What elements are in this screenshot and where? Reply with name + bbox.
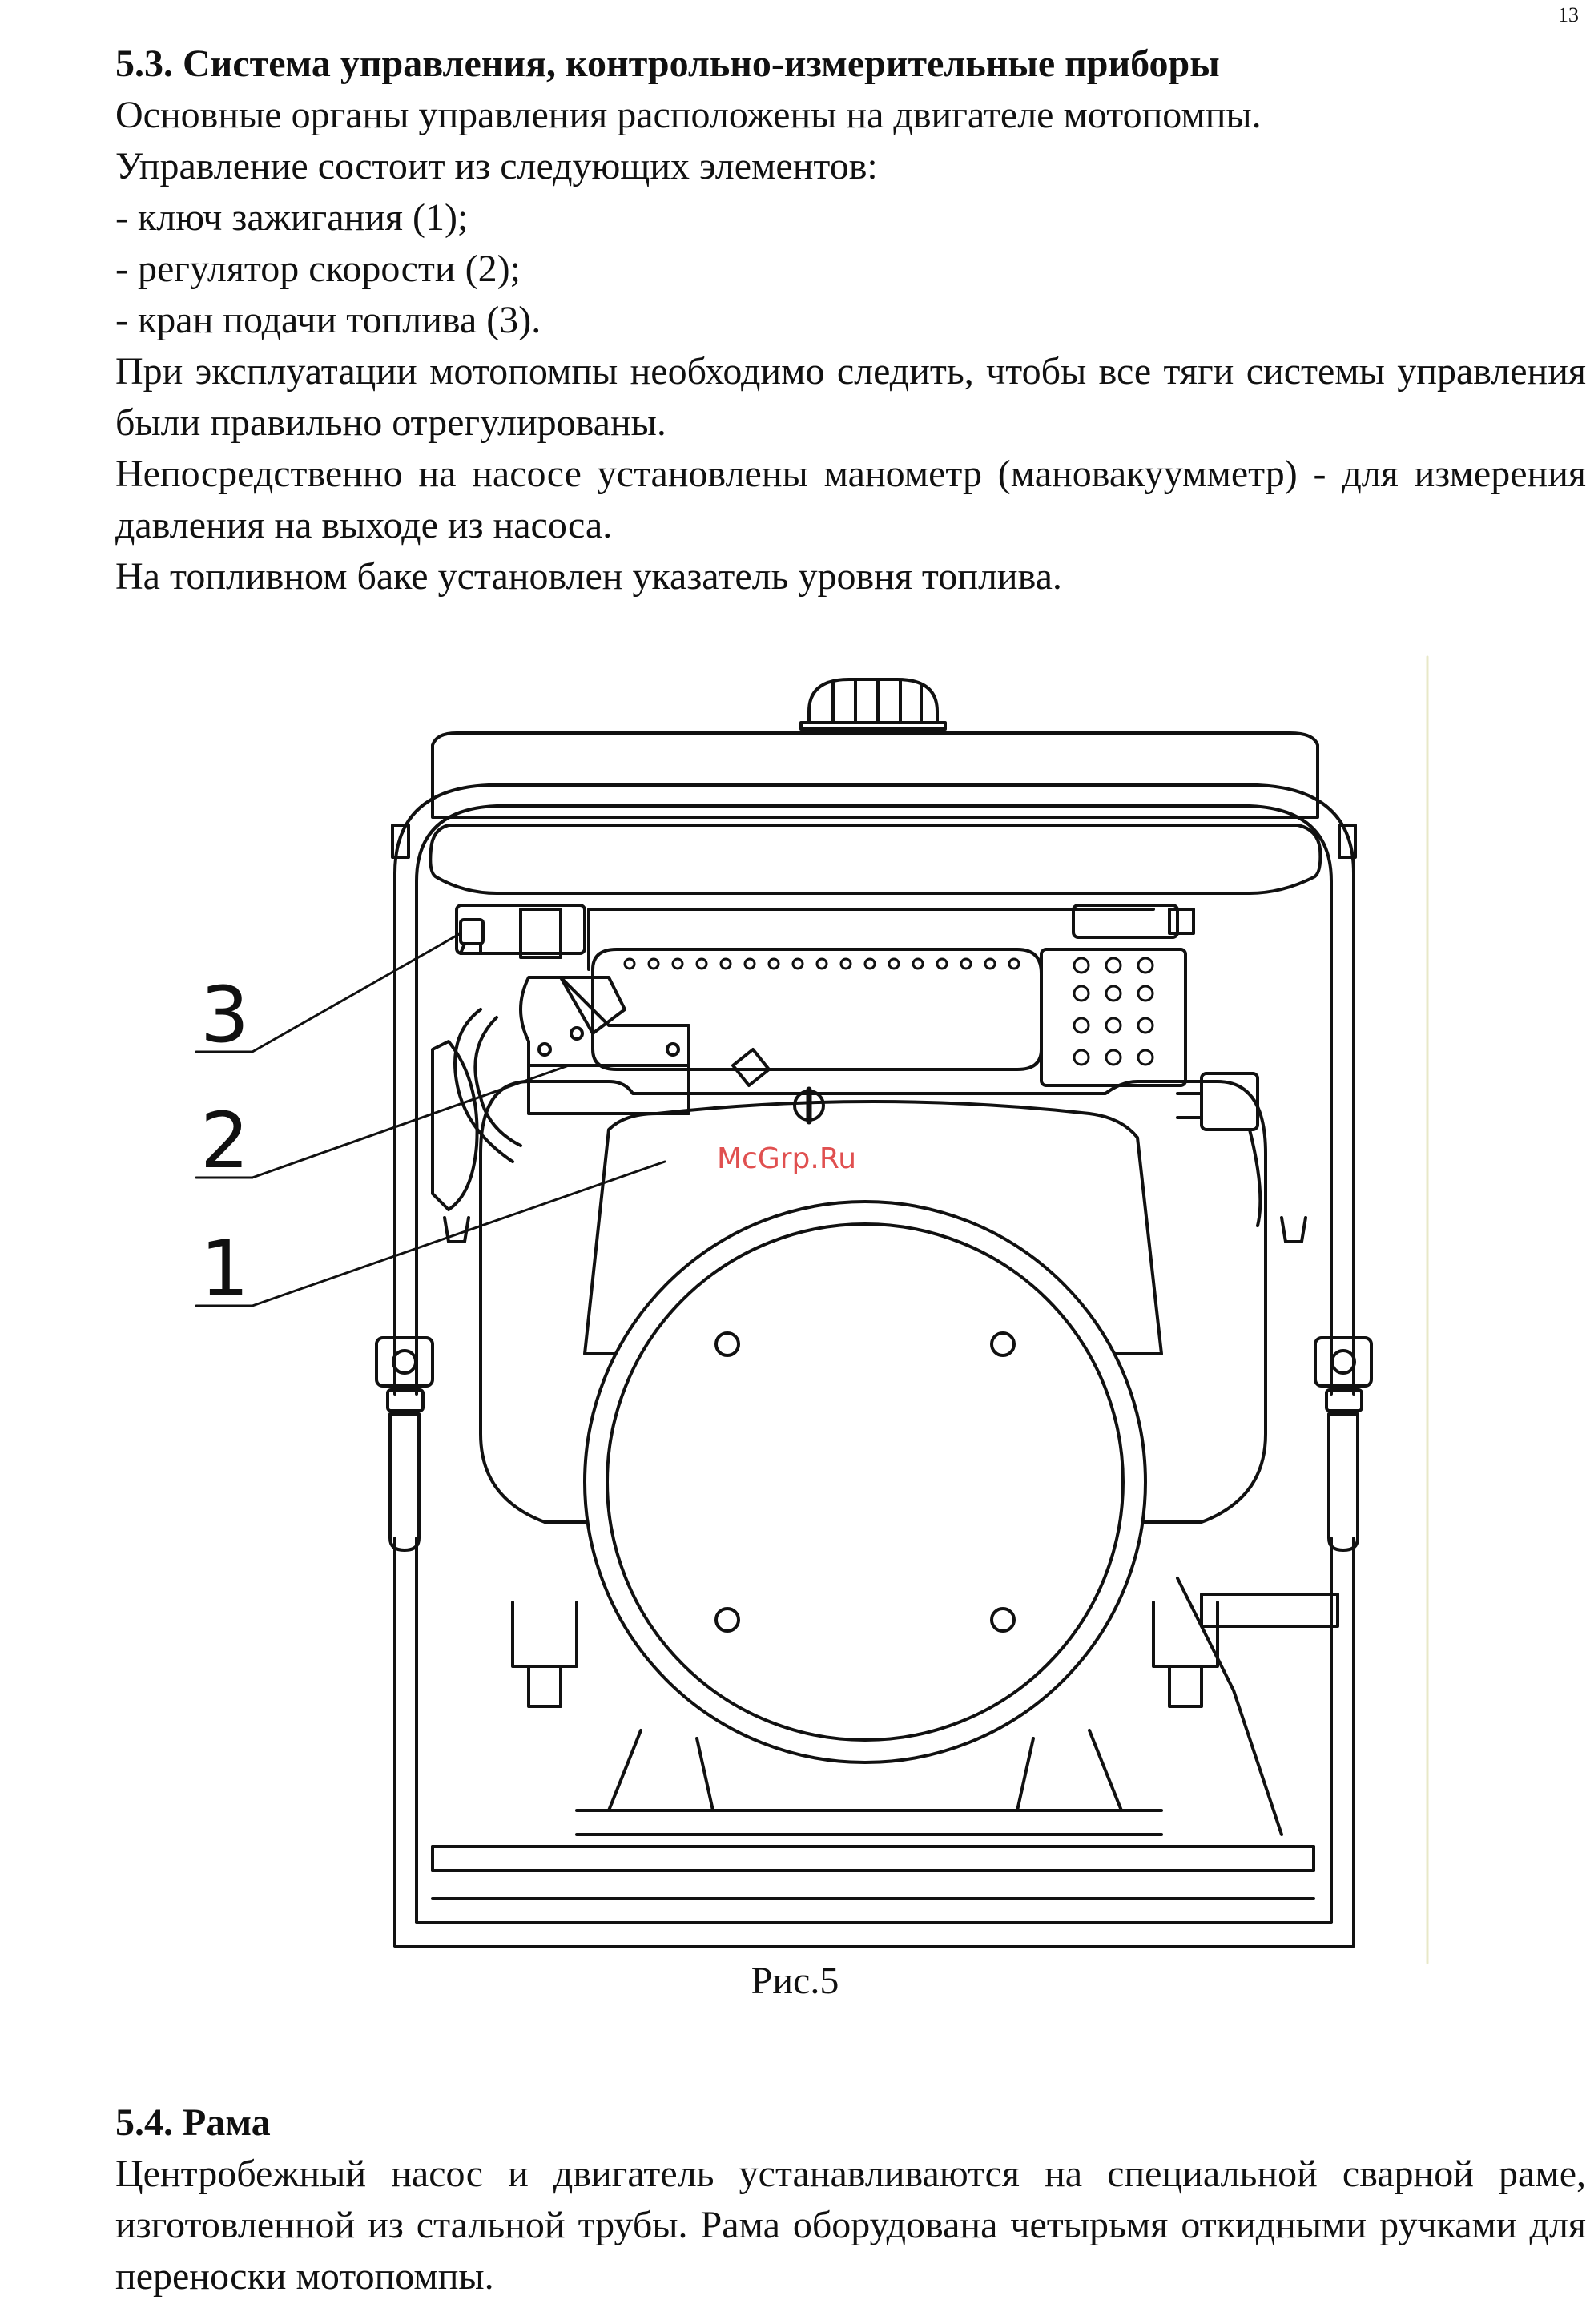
pump-body <box>479 1080 1267 1764</box>
callout-2: 2 <box>200 1096 249 1186</box>
list-item: - регулятор скорости (2); <box>115 248 521 290</box>
tube-frame <box>391 783 1357 1948</box>
carry-handle-right <box>1314 1336 1373 1552</box>
motor-pump-drawing: 3 2 1 McGrp.Ru <box>195 655 1429 1964</box>
callout-1: 1 <box>200 1224 249 1314</box>
list-item: - кран подачи топлива (3). <box>115 299 541 341</box>
fuel-cap <box>799 678 947 731</box>
section-heading: 5.4. Рама <box>115 2101 271 2144</box>
section-5-4: 5.4. Рама Центробежный насос и двигатель… <box>3 2097 1586 2302</box>
paragraph: На топливном баке установлен указатель у… <box>115 555 1062 598</box>
ignition-key <box>731 1048 825 1125</box>
fuel-tank <box>429 731 1322 895</box>
cooling-vents <box>623 957 1154 1066</box>
section-5-3: 5.3. Система управления, контрольно-изме… <box>3 38 1586 602</box>
paragraph: Центробежный насос и двигатель устанавли… <box>115 2153 1586 2298</box>
paragraph: При эксплуатации мотопомпы необходимо сл… <box>115 350 1586 444</box>
figure-caption: Рис.5 <box>751 1959 839 2002</box>
list-item: - ключ зажигания (1); <box>115 196 469 239</box>
page-number: 13 <box>1558 3 1579 26</box>
paragraph: Управление состоит из следующих элементо… <box>115 145 878 187</box>
paragraph: Непосредственно на насосе установлены ма… <box>115 453 1586 546</box>
watermark: McGrp.Ru <box>717 1142 856 1175</box>
callout-3: 3 <box>200 970 249 1060</box>
paragraph: Основные органы управления расположены н… <box>115 94 1262 136</box>
carry-handle-left <box>375 1336 434 1552</box>
section-heading: 5.3. Система управления, контрольно-изме… <box>115 42 1220 85</box>
callout-leaders <box>195 932 666 1307</box>
fuel-valve <box>459 918 485 955</box>
engine-shroud <box>455 904 1259 1131</box>
pump-base <box>511 1577 1339 1836</box>
speed-regulator <box>453 976 690 1163</box>
